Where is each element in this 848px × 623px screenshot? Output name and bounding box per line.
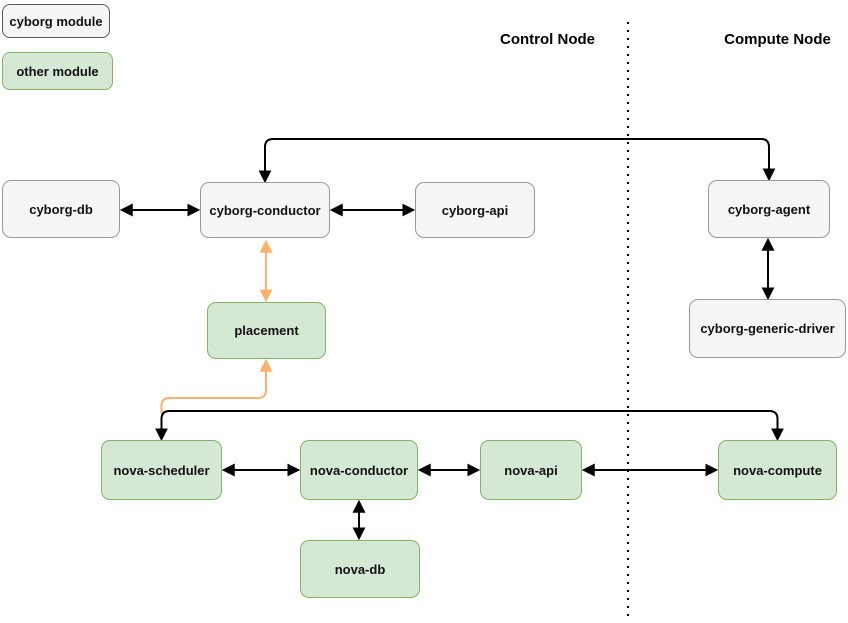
node-nova-api: nova-api <box>480 440 582 500</box>
node-cyborg-api-label: cyborg-api <box>441 202 509 218</box>
node-nova-scheduler: nova-scheduler <box>101 440 222 500</box>
node-nova-db: nova-db <box>300 540 420 598</box>
node-cyborg-agent: cyborg-agent <box>708 180 830 238</box>
node-cyborg-agent-label: cyborg-agent <box>727 201 811 217</box>
legend-cyborg-module-label: cyborg module <box>9 13 103 29</box>
node-nova-conductor-label: nova-conductor <box>309 462 409 478</box>
node-cyborg-generic-driver-label: cyborg-generic-driver <box>700 321 835 336</box>
node-nova-scheduler-label: nova-scheduler <box>113 462 210 478</box>
node-nova-conductor: nova-conductor <box>300 440 418 500</box>
node-placement: placement <box>207 302 326 359</box>
node-nova-compute: nova-compute <box>718 440 837 500</box>
legend-item-other-module: other module <box>2 52 113 90</box>
node-cyborg-conductor: cyborg-conductor <box>200 182 330 238</box>
legend-other-module-label: other module <box>16 63 99 79</box>
connector-nova-scheduler-nova-compute <box>155 410 784 442</box>
header-compute-node: Compute Node <box>724 31 831 48</box>
node-cyborg-db: cyborg-db <box>2 180 120 238</box>
header-control-node: Control Node <box>500 31 595 48</box>
connector-nova-scheduler-placement <box>160 358 273 414</box>
node-nova-api-label: nova-api <box>504 462 558 478</box>
node-placement-label: placement <box>234 323 299 338</box>
node-cyborg-generic-driver: cyborg-generic-driver <box>689 299 846 358</box>
node-cyborg-db-label: cyborg-db <box>29 201 93 217</box>
node-cyborg-api: cyborg-api <box>415 182 535 238</box>
node-nova-compute-label: nova-compute <box>733 462 822 478</box>
connector-cyborg-conductor-cyborg-agent <box>258 138 776 184</box>
node-nova-db-label: nova-db <box>334 561 386 577</box>
node-cyborg-conductor-label: cyborg-conductor <box>209 202 321 218</box>
legend-item-cyborg-module: cyborg module <box>2 4 110 38</box>
